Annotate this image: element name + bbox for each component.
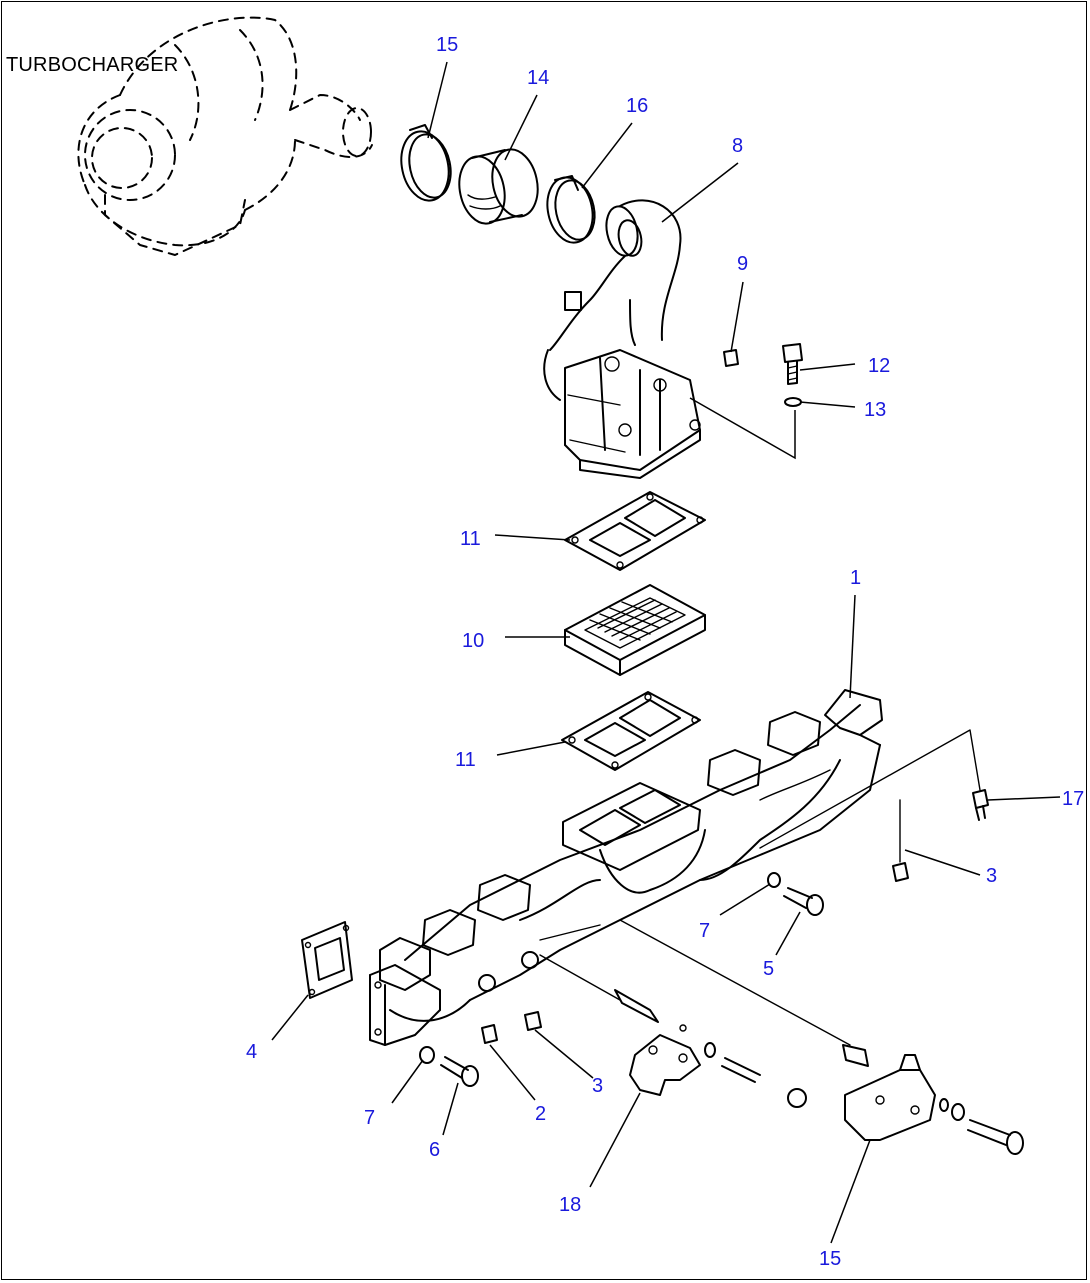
callout-11-upper: 11 bbox=[460, 528, 481, 550]
callout-1: 1 bbox=[850, 567, 862, 589]
callout-11-lower: 11 bbox=[455, 749, 476, 771]
washer-7-right bbox=[767, 872, 781, 888]
washer-13 bbox=[784, 397, 802, 407]
gasket-upper bbox=[564, 491, 706, 571]
plug-3-lower bbox=[524, 1011, 542, 1031]
callout-17: 18 bbox=[559, 1194, 582, 1216]
callout-15-right: 16 bbox=[626, 95, 649, 117]
connector-hose bbox=[458, 148, 539, 225]
plug-9 bbox=[723, 349, 739, 367]
callout-3-right: 3 bbox=[986, 865, 998, 887]
sensor-16 bbox=[972, 789, 989, 821]
leader-lines bbox=[271, 61, 1061, 1244]
bolt-5 bbox=[783, 887, 824, 916]
callout-4: 4 bbox=[246, 1041, 258, 1063]
callout-5: 5 bbox=[763, 958, 775, 980]
callout-16: 17 bbox=[1062, 788, 1085, 810]
bolt-12 bbox=[782, 343, 803, 385]
plug-3-right bbox=[892, 862, 909, 882]
callout-14: 14 bbox=[527, 67, 550, 89]
callout-6: 6 bbox=[429, 1139, 441, 1161]
callout-10: 10 bbox=[462, 630, 485, 652]
callout-8: 8 bbox=[732, 135, 744, 157]
callout-18: 15 bbox=[819, 1248, 842, 1270]
callout-2: 2 bbox=[535, 1103, 547, 1125]
callout-12: 12 bbox=[868, 355, 891, 377]
bracket-18 bbox=[844, 1054, 1024, 1155]
callout-3-lower: 3 bbox=[592, 1075, 604, 1097]
callout-15-left: 15 bbox=[436, 34, 459, 56]
exhaust-manifold bbox=[369, 689, 883, 1046]
callout-7-left: 7 bbox=[364, 1107, 376, 1129]
stud-right bbox=[842, 1044, 869, 1067]
gasket-lower bbox=[561, 691, 701, 771]
washer-7-left bbox=[419, 1046, 435, 1064]
exhaust-elbow bbox=[543, 199, 701, 479]
callout-7-right: 7 bbox=[699, 920, 711, 942]
bolt-6 bbox=[440, 1056, 479, 1087]
turbocharger-outline bbox=[77, 16, 373, 256]
turbocharger-label: TURBOCHARGER bbox=[6, 54, 179, 76]
callout-13: 13 bbox=[864, 399, 887, 421]
plug-2 bbox=[481, 1024, 498, 1044]
stud-left bbox=[614, 989, 659, 1023]
end-gasket bbox=[301, 921, 353, 999]
hose-clamp-right bbox=[546, 175, 596, 244]
spacer-block bbox=[564, 584, 706, 676]
callout-9: 9 bbox=[737, 253, 749, 275]
bracket-17 bbox=[629, 1024, 807, 1108]
hose-clamp-left bbox=[400, 124, 452, 202]
